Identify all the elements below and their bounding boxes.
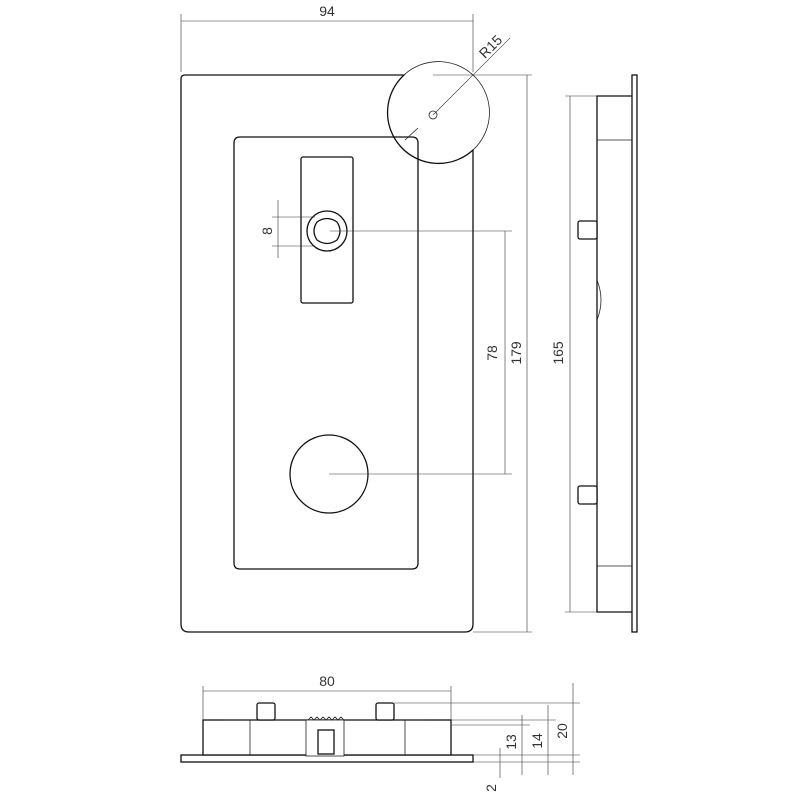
dim-label-13: 13	[503, 734, 519, 750]
side-pin-top	[577, 220, 598, 240]
dim-label-165: 165	[550, 341, 566, 365]
dim-label-20: 20	[554, 723, 570, 739]
dim-label-80: 80	[319, 673, 335, 689]
drive-hub-square	[313, 217, 341, 245]
side-body	[596, 95, 632, 613]
side-bulge	[596, 279, 602, 321]
inner-panel	[233, 136, 419, 570]
mechanism-teeth	[307, 716, 345, 721]
side-face-plate	[631, 74, 638, 633]
mechanism-cam	[317, 729, 335, 755]
key-slot	[300, 156, 354, 304]
dim-label-14: 14	[529, 733, 545, 749]
dim-label-179: 179	[508, 341, 524, 365]
side-pin-bottom	[577, 485, 598, 505]
dim-label-78: 78	[484, 345, 500, 361]
bottom-view: 80 20 14 13 2	[180, 673, 580, 792]
notch-center-mark	[428, 110, 438, 120]
side-view: 165	[550, 74, 638, 633]
dim-label-2: 2	[483, 784, 499, 792]
front-view: 94 R15 8 78 179	[180, 3, 532, 633]
bottom-pin-right	[375, 702, 395, 721]
dim-label-8: 8	[259, 227, 275, 235]
dim-leader-r15	[432, 37, 511, 116]
dim-label-r15: R15	[476, 32, 506, 62]
outer-plate-outline	[180, 74, 474, 633]
notch-tangent-line	[404, 127, 419, 141]
bottom-pin-left	[256, 702, 276, 721]
dim-label-94: 94	[319, 3, 335, 19]
notch-arc	[403, 61, 490, 151]
